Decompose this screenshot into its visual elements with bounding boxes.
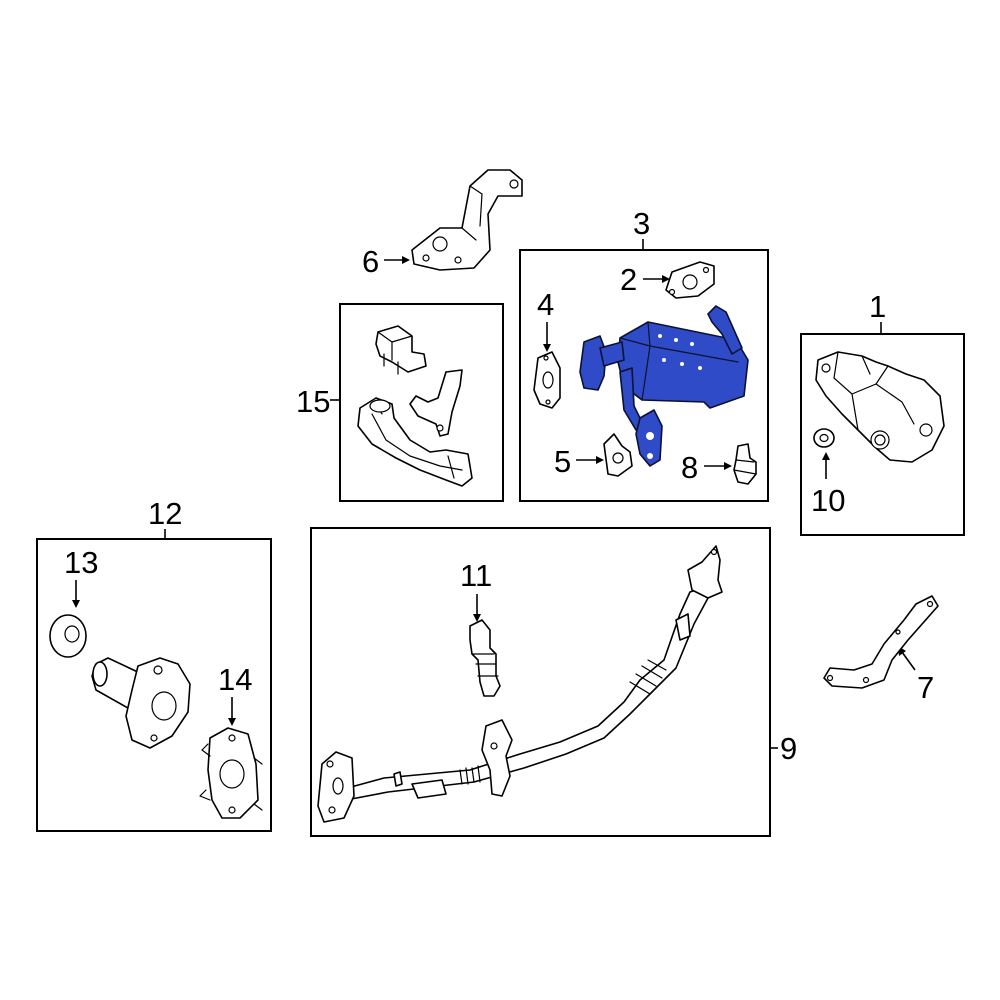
callout-7[interactable]: 7 xyxy=(917,670,934,705)
callout-8[interactable]: 8 xyxy=(681,450,698,485)
group-box-3 xyxy=(519,249,769,502)
callout-9[interactable]: 9 xyxy=(780,731,797,766)
callout-1[interactable]: 1 xyxy=(869,289,886,324)
part-6-bracket[interactable] xyxy=(411,169,523,271)
group-box-1 xyxy=(800,333,965,536)
callout-6[interactable]: 6 xyxy=(362,244,379,279)
group-box-15 xyxy=(339,303,504,502)
callout-2[interactable]: 2 xyxy=(620,262,637,297)
egr-pipe-upper xyxy=(357,397,473,487)
cooler-outlet-tube xyxy=(707,305,743,355)
pressure-sensor xyxy=(375,325,427,373)
part-1-egr-valve[interactable] xyxy=(813,351,945,463)
part-3-egr-cooler[interactable] xyxy=(533,261,757,485)
part-7-bracket[interactable] xyxy=(823,595,939,689)
callout-11[interactable]: 11 xyxy=(460,558,492,593)
callout-14[interactable]: 14 xyxy=(218,662,252,697)
callout-3[interactable]: 3 xyxy=(633,206,650,241)
part-15-assembly[interactable] xyxy=(357,325,473,487)
sensor-11 xyxy=(469,619,501,697)
tube-sensor-mount xyxy=(481,719,513,797)
callout-4[interactable]: 4 xyxy=(537,287,554,322)
cooler-inlet-flange xyxy=(579,335,607,391)
callout-15[interactable]: 15 xyxy=(296,384,330,419)
callout-5[interactable]: 5 xyxy=(554,444,571,479)
callout-13[interactable]: 13 xyxy=(64,545,98,580)
group-box-9 xyxy=(310,527,771,837)
temperature-sensor-8 xyxy=(733,443,757,485)
sensor-bracket xyxy=(409,369,463,437)
part-9-egr-tube[interactable] xyxy=(317,545,723,823)
part-12-assembly[interactable] xyxy=(49,614,263,819)
callout-10[interactable]: 10 xyxy=(811,483,845,518)
group-box-12 xyxy=(36,538,272,832)
leader-lines xyxy=(72,239,916,749)
callout-12[interactable]: 12 xyxy=(148,496,182,531)
